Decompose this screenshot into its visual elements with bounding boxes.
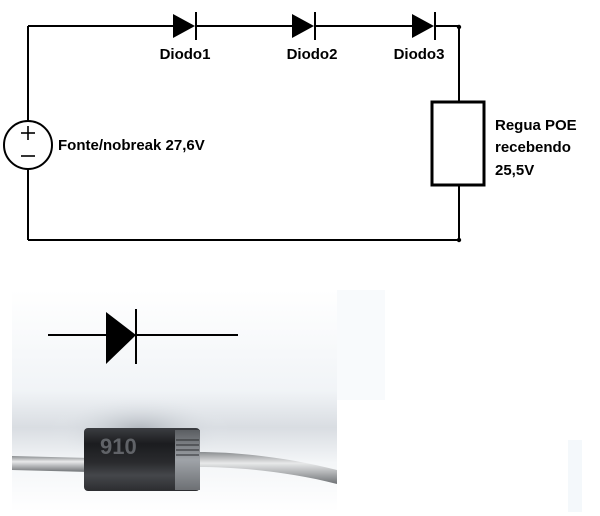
diode-1-triangle-icon [173,14,195,38]
load-label-line-1: Regua POE [495,117,577,134]
diode-1-label: Diodo1 [160,46,211,63]
diode-cathode-band [175,430,200,490]
diode-2: Diodo2 [287,12,338,63]
photo-right-strip [568,440,582,512]
diode-2-triangle-icon [292,14,314,38]
load-label-line-3: 25,5V [495,162,534,179]
photo-symbol-triangle-icon [106,312,136,364]
diode-2-label: Diodo2 [287,46,338,63]
diode-lead-right [198,452,337,484]
load-resistor: Regua POE recebendo 25,5V [430,100,577,187]
voltage-source: Fonte/nobreak 27,6V [3,120,205,170]
voltage-source-circle-icon [3,120,53,170]
diode-1: Diodo1 [160,12,211,63]
diode-photo: 910 [12,290,582,512]
diode-3-label: Diodo3 [394,46,445,63]
band-stripes [176,439,199,456]
load-box-icon [430,100,486,187]
load-label-line-2: recebendo [495,139,571,156]
photo-right-extension [337,290,385,400]
diode-3: Diodo3 [394,12,445,63]
diode-lead-left [12,456,90,472]
diode-3-triangle-icon [412,14,434,38]
wires [27,25,460,241]
voltage-source-label: Fonte/nobreak 27,6V [58,137,205,154]
diode-body-marking: 910 [100,434,137,459]
diode-body [84,428,200,491]
junction-dot-top-right [456,24,462,30]
junction-dot-bottom-right [456,237,462,243]
